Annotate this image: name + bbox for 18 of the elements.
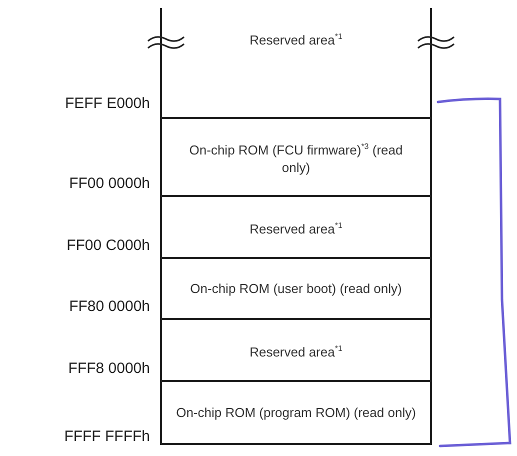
- memory-area: [160, 117, 432, 195]
- area-label: On-chip ROM (program ROM) (read only): [176, 404, 416, 421]
- memory-area-open: [160, 8, 432, 117]
- memory-area: [160, 257, 432, 318]
- address-label: FFFF FFFFh: [64, 428, 150, 445]
- address-label: FF00 C000h: [66, 237, 150, 254]
- area-label: Reserved area$^{*1}$: [248, 220, 344, 238]
- area-label: Reserved area$^{*1}$: [248, 31, 344, 48]
- address-label: FEFF E000h: [64, 95, 150, 112]
- memory-area: [160, 195, 432, 257]
- address-label: FF00 0000h: [69, 175, 150, 192]
- address-label: FFF8 0000h: [68, 360, 150, 377]
- area-label: Reserved area$^{*1}$: [248, 342, 344, 360]
- memory-area: [160, 318, 432, 380]
- memory-area: [160, 380, 432, 445]
- address-label: FF80 0000h: [69, 298, 150, 315]
- area-label: On-chip ROM (FCU firmware)$^{*3}$ (read only): [188, 141, 404, 176]
- area-label: On-chip ROM (user boot) (read only): [189, 280, 403, 297]
